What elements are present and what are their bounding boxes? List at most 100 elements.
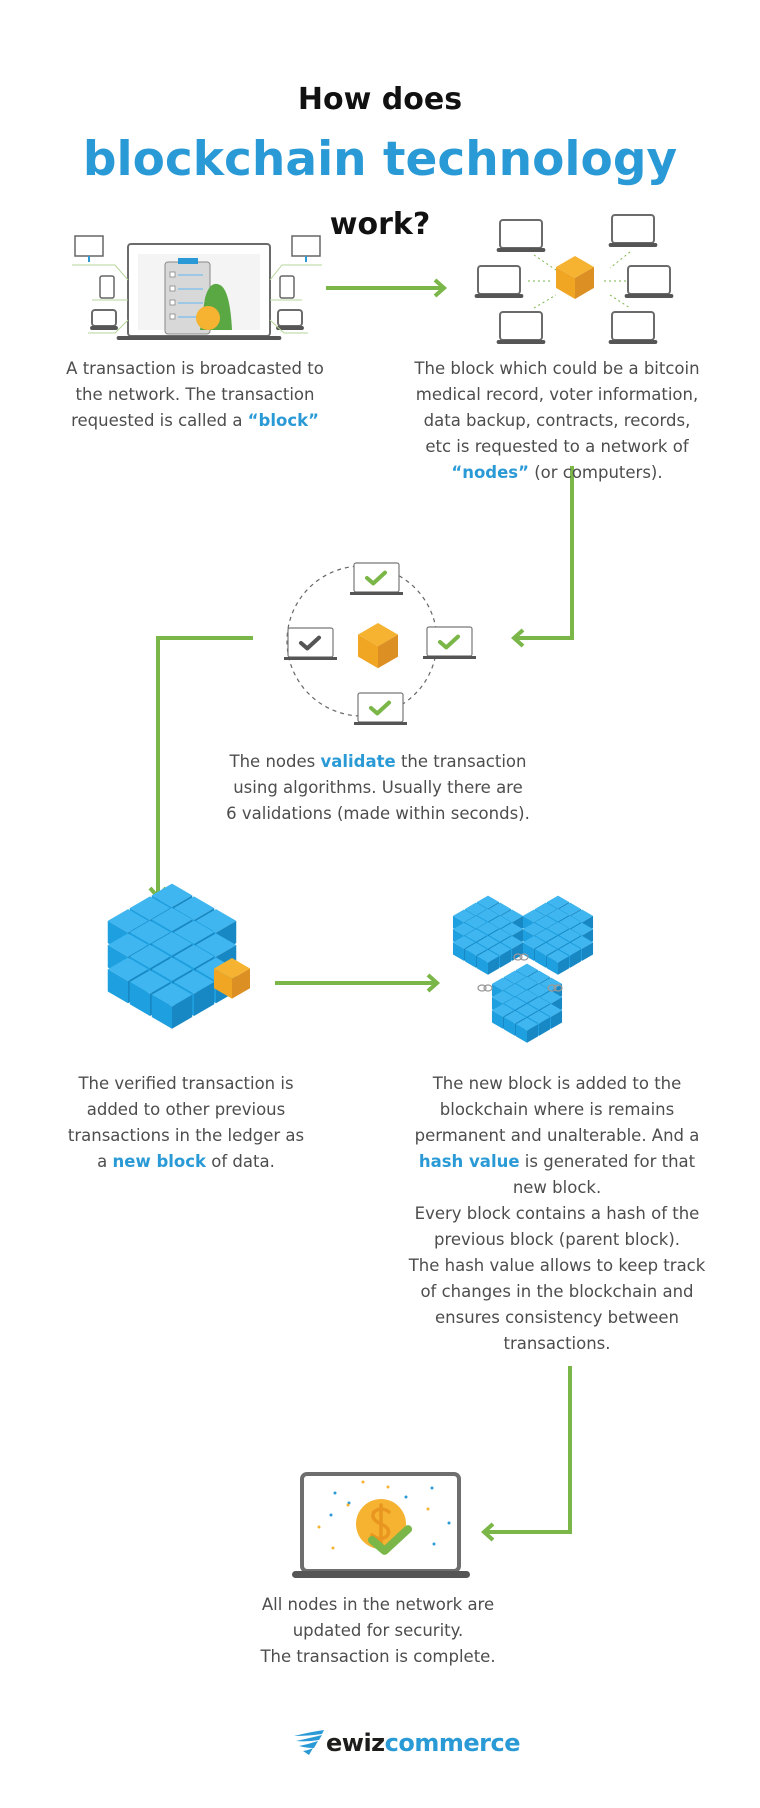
cube-top (534, 915, 558, 929)
checkbox-icon (169, 299, 176, 306)
chain-link-icon (477, 984, 487, 992)
text-line: a new block of data. (36, 1149, 336, 1175)
text-segment: (or computers). (528, 463, 663, 482)
cube-top (500, 922, 524, 936)
node-laptop-icon (474, 265, 524, 298)
cube-top (195, 909, 237, 933)
cube-left (358, 634, 378, 669)
laptop-screen (627, 265, 671, 295)
cube-top (534, 902, 558, 916)
cube-top (488, 928, 512, 942)
cube-top (129, 944, 171, 969)
cube-right (500, 949, 512, 968)
validation-check-icon (368, 700, 392, 716)
text-segment: a (97, 1152, 113, 1171)
node-laptop-icon (608, 214, 658, 247)
chain-cluster-icon (546, 949, 570, 975)
connector-line (269, 264, 322, 281)
cube-top (107, 933, 149, 957)
cube-top (151, 983, 193, 1007)
node-laptop-icon (608, 311, 658, 344)
text-line: “nodes” (or computers). (397, 460, 717, 486)
text-line: The verified transaction is (36, 1071, 336, 1097)
title-line-3: work? (329, 207, 431, 242)
laptop-screen (477, 265, 521, 295)
text-segment: of data. (206, 1152, 275, 1171)
node-laptop-icon (496, 219, 546, 252)
cube-top (534, 928, 558, 942)
validation-check-icon (364, 570, 388, 586)
validator-laptop-icon (353, 562, 400, 593)
cube-top (503, 996, 527, 1010)
text-line: medical record, voter information, (397, 382, 717, 408)
cube-top (107, 957, 149, 981)
text-segment: The nodes (229, 752, 321, 771)
text-segment: A transaction is broadcasted to (66, 359, 324, 378)
text-line: previous block (parent block). (387, 1227, 727, 1253)
cube-right (551, 1010, 563, 1029)
cube-top (515, 963, 539, 977)
cube-left (491, 1010, 503, 1029)
laptop-base (608, 243, 658, 247)
final-laptop-base (292, 1571, 470, 1578)
cube-top (515, 990, 539, 1003)
text-segment: updated for security. (292, 1621, 464, 1640)
step-6-text: All nodes in the network are updated for … (228, 1592, 528, 1670)
text-line: added to other previous (36, 1097, 336, 1123)
cube-top (151, 957, 193, 981)
small-laptop-icon (276, 309, 304, 330)
confetti-dot (331, 1546, 335, 1550)
text-segment: permanent and unalterable. And a (414, 1126, 700, 1145)
cube-top (151, 907, 193, 932)
new-block-icon (214, 958, 250, 999)
arrow-step5-to-step6-head (480, 1522, 495, 1542)
text-line: transactions in the ledger as (36, 1123, 336, 1149)
cube-left (546, 956, 558, 975)
cube-top (558, 902, 582, 916)
cube-top (173, 944, 215, 969)
text-line: updated for security. (228, 1618, 528, 1644)
text-line: data backup, contracts, records, (397, 408, 717, 434)
laptop-base (90, 326, 118, 330)
phone-icon (279, 275, 295, 299)
cube-top (527, 983, 551, 997)
cube-top (464, 915, 488, 929)
text-line: permanent and unalterable. And a (387, 1123, 727, 1149)
cube-right (488, 956, 500, 975)
cube-top (151, 932, 193, 956)
text-line: All nodes in the network are (228, 1592, 528, 1618)
validator-laptop-icon (287, 627, 334, 658)
text-line: The transaction is complete. (228, 1644, 528, 1670)
cube-top (546, 908, 570, 922)
block-icon (556, 256, 594, 299)
checkbox-icon (169, 313, 176, 320)
cube-top (476, 935, 500, 949)
laptop-screen (611, 214, 655, 244)
cube-left (556, 267, 575, 299)
cube-top (522, 922, 546, 936)
cube-top (558, 915, 582, 929)
text-segment: The block which could be a bitcoin (414, 359, 700, 378)
cube-top (522, 909, 546, 923)
step-2-text: The block which could be a bitcoin medica… (397, 356, 717, 486)
cube-right (558, 956, 570, 975)
checkbox-icon (169, 285, 176, 292)
connector-line (72, 264, 129, 281)
cube-left (503, 1017, 515, 1036)
cube-top (570, 909, 594, 923)
text-segment: The new block is added to the (432, 1074, 682, 1093)
text-segment: the network. The transaction (75, 385, 315, 404)
dotted-connector (609, 294, 631, 309)
text-segment: 6 validations (made within seconds). (226, 804, 530, 823)
text-segment: of changes in the blockchain and (420, 1282, 694, 1301)
text-line: blockchain where is remains (387, 1097, 727, 1123)
arrow-step1-to-step2-head (433, 278, 448, 298)
cube-left (476, 956, 488, 975)
chain-link-icon (519, 953, 529, 961)
connector-line (269, 319, 308, 334)
cube-top (173, 896, 215, 920)
blockchain-cluster-icon (151, 983, 193, 1029)
laptop-base (354, 722, 407, 725)
